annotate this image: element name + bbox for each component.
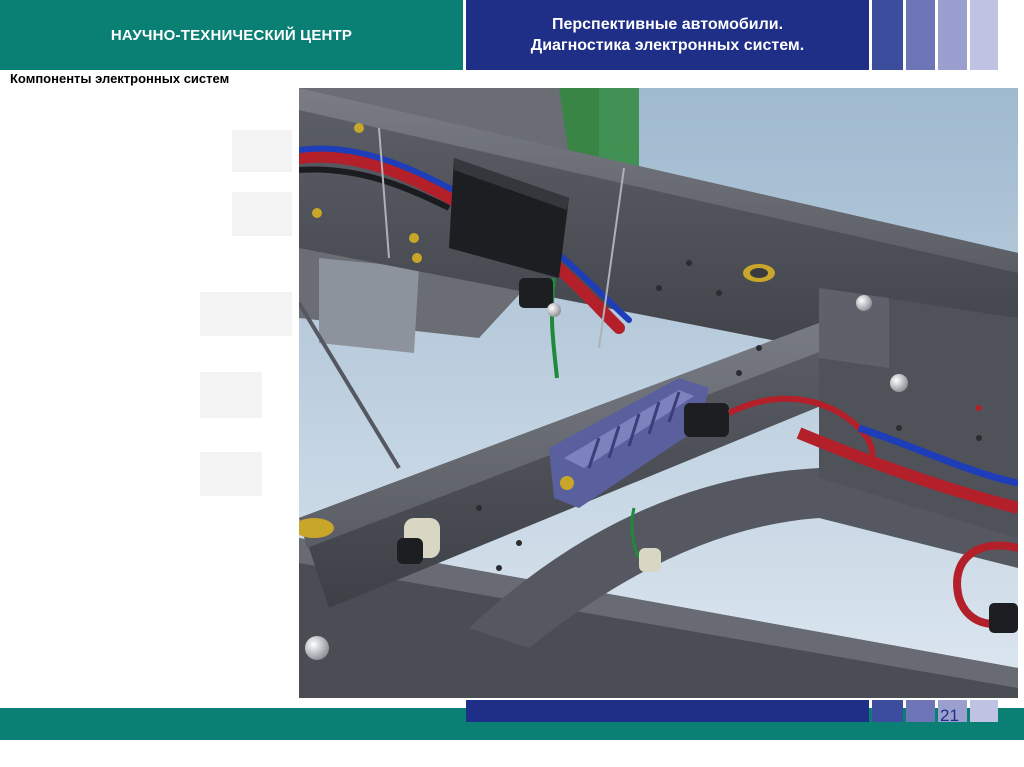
- header-separator: [463, 0, 466, 70]
- footer-decor-square-1: [872, 700, 903, 722]
- footer-decor-square-2: [906, 700, 935, 722]
- organization-title: НАУЧНО-ТЕХНИЧЕСКИЙ ЦЕНТР: [110, 26, 353, 44]
- ghost-placeholder: [232, 130, 292, 172]
- footer-decor-square-4: [970, 700, 998, 722]
- header-decor-square-2: [906, 0, 935, 70]
- header-decor-square-3: [938, 0, 967, 70]
- ghost-placeholder: [232, 192, 292, 236]
- page-number: 21: [940, 706, 959, 725]
- course-title-line2: Диагностика электронных систем.: [530, 37, 805, 54]
- header-decor-square-1: [872, 0, 903, 70]
- slide-subtitle: Компоненты электронных систем: [10, 71, 230, 86]
- header-decor-square-4: [970, 0, 998, 70]
- ghost-placeholder: [200, 292, 292, 336]
- ghost-placeholder: [200, 452, 262, 496]
- header-right-band: Перспективные автомобили. Диагностика эл…: [466, 0, 869, 70]
- course-title-line1: Перспективные автомобили.: [551, 16, 784, 33]
- footer-decor-square-3: [938, 700, 967, 722]
- ghost-placeholder: [200, 372, 262, 418]
- truck-frame-render-image: [299, 88, 1018, 698]
- header-left-band: НАУЧНО-ТЕХНИЧЕСКИЙ ЦЕНТР: [0, 0, 463, 70]
- footer-navy-band: [466, 700, 869, 722]
